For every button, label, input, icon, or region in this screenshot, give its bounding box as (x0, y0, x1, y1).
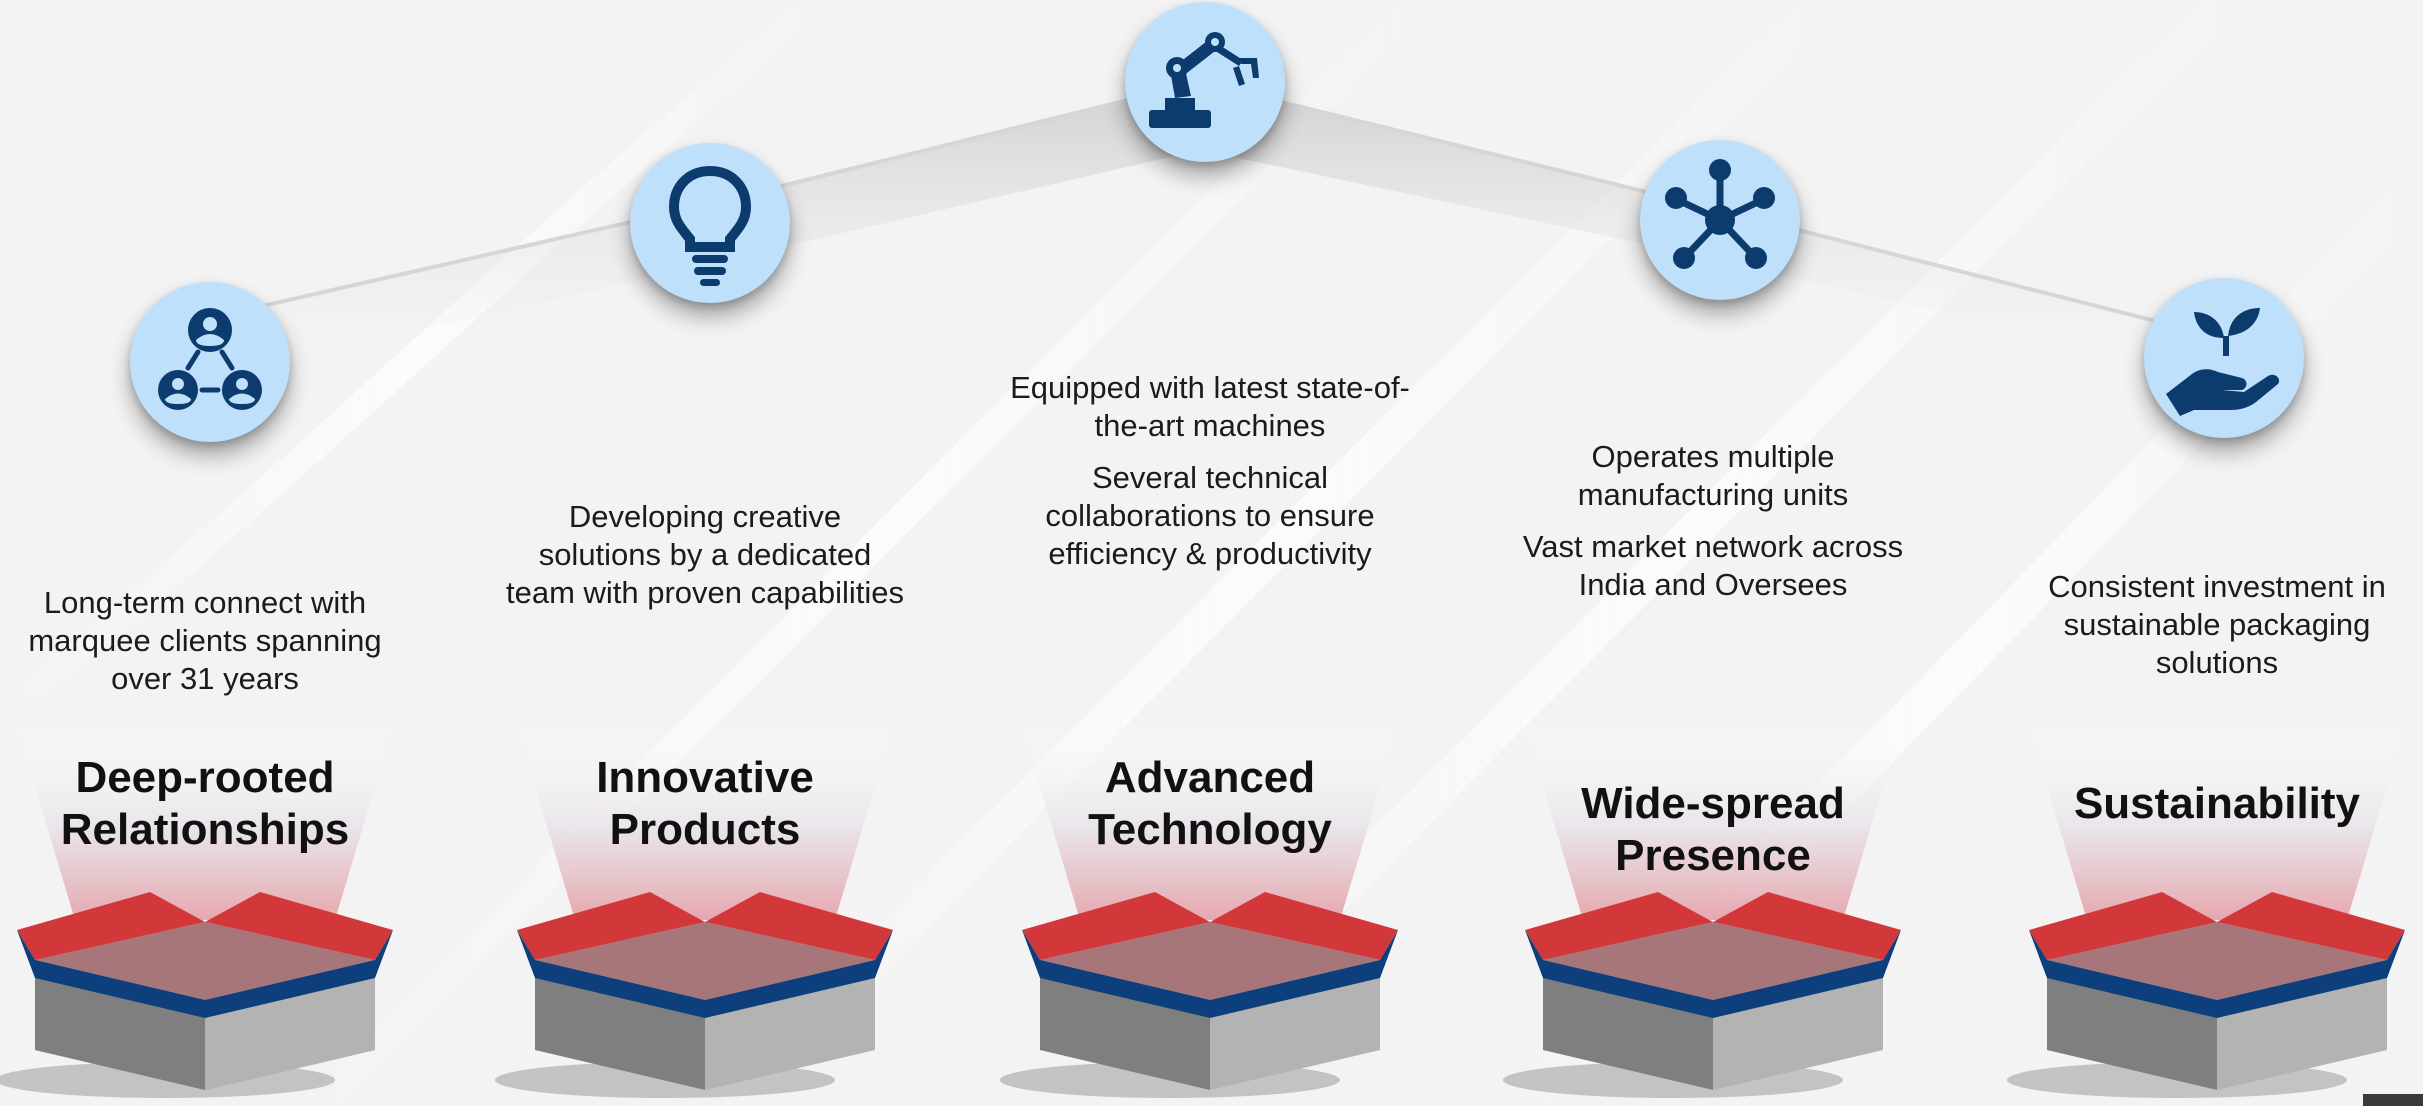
title-line: Sustainability (2073, 779, 2361, 828)
open-box-graphic (0, 892, 393, 1098)
pillar-description: Consistent investment in sustainable pac… (1987, 568, 2423, 682)
people-network-icon (130, 282, 290, 442)
hub-network-icon (1640, 140, 1800, 300)
description-line: efficiency & productivity (1048, 536, 1372, 571)
pillar-description: Operates multiple manufacturing units Va… (1483, 438, 1943, 604)
plant-in-hand-icon (2144, 278, 2304, 438)
title-line: Deep-rooted (75, 753, 335, 802)
lightbulb-icon (630, 143, 790, 303)
title-line: Advanced (1104, 753, 1316, 802)
description-line: Consistent investment in (2048, 569, 2386, 604)
title-line: Technology (1088, 805, 1332, 854)
description-line: Equipped with latest state-of- (1010, 370, 1410, 405)
description-line: over 31 years (111, 661, 299, 696)
description-line: Several technical (1091, 460, 1329, 495)
title-line: Innovative (596, 753, 814, 802)
description-paragraph: Vast market network across India and Ove… (1483, 528, 1943, 604)
pillar-title: Innovative Products (475, 752, 935, 856)
description-paragraph: Consistent investment in sustainable pac… (1987, 568, 2423, 682)
description-line: team with proven capabilities (505, 575, 905, 610)
title-line: Presence (1615, 831, 1811, 880)
pillar-sustainability: Consistent investment in sustainable pac… (1987, 0, 2423, 1106)
light-beam (15, 720, 395, 920)
light-beam (1523, 720, 1903, 920)
title-line: Wide-spread (1581, 779, 1845, 828)
description-line: Developing creative (568, 499, 842, 534)
open-box-graphic (2007, 892, 2405, 1098)
description-line: Long-term connect with (43, 585, 367, 620)
pillar-deep-rooted-relationships: Long-term connect with marquee clients s… (0, 0, 435, 1106)
description-line: sustainable packaging (2063, 607, 2371, 642)
title-line: Products (609, 805, 801, 854)
pillar-title: Wide-spread Presence (1483, 778, 1943, 882)
pillar-description: Long-term connect with marquee clients s… (0, 584, 435, 698)
pillar-title: Sustainability (1987, 778, 2423, 830)
description-paragraph: Long-term connect with marquee clients s… (0, 584, 435, 698)
description-line: solutions (2155, 645, 2279, 680)
description-line: collaborations to ensure (1045, 498, 1375, 533)
description-paragraph: Developing creative solutions by a dedic… (475, 498, 935, 612)
open-box-graphic (1503, 892, 1901, 1098)
description-line: manufacturing units (1577, 477, 1849, 512)
open-box-graphic (495, 892, 893, 1098)
description-line: Operates multiple (1591, 439, 1835, 474)
light-beam (2027, 720, 2407, 920)
pillar-title: Deep-rooted Relationships (0, 752, 435, 856)
light-beam (1020, 720, 1400, 920)
description-line: the-art machines (1094, 408, 1326, 443)
description-paragraph: Equipped with latest state-of- the-art m… (980, 369, 1440, 445)
light-beam (515, 720, 895, 920)
open-box-graphic (1000, 892, 1398, 1098)
description-line: Vast market network across (1522, 529, 1904, 564)
pillar-description: Equipped with latest state-of- the-art m… (980, 369, 1440, 573)
description-line: India and Oversees (1578, 567, 1848, 602)
pillar-advanced-technology: Equipped with latest state-of- the-art m… (980, 0, 1440, 1106)
description-paragraph: Several technical collaborations to ensu… (980, 459, 1440, 573)
pillar-description: Developing creative solutions by a dedic… (475, 498, 935, 612)
robotic-arm-icon (1125, 2, 1285, 162)
pillar-wide-spread-presence: Operates multiple manufacturing units Va… (1483, 0, 1943, 1106)
pillar-title: Advanced Technology (980, 752, 1440, 856)
corner-mark (2363, 1094, 2423, 1106)
pillar-innovative-products: Developing creative solutions by a dedic… (475, 0, 935, 1106)
description-line: solutions by a dedicated (538, 537, 872, 572)
title-line: Relationships (60, 805, 350, 854)
description-line: marquee clients spanning (28, 623, 382, 658)
description-paragraph: Operates multiple manufacturing units (1483, 438, 1943, 514)
